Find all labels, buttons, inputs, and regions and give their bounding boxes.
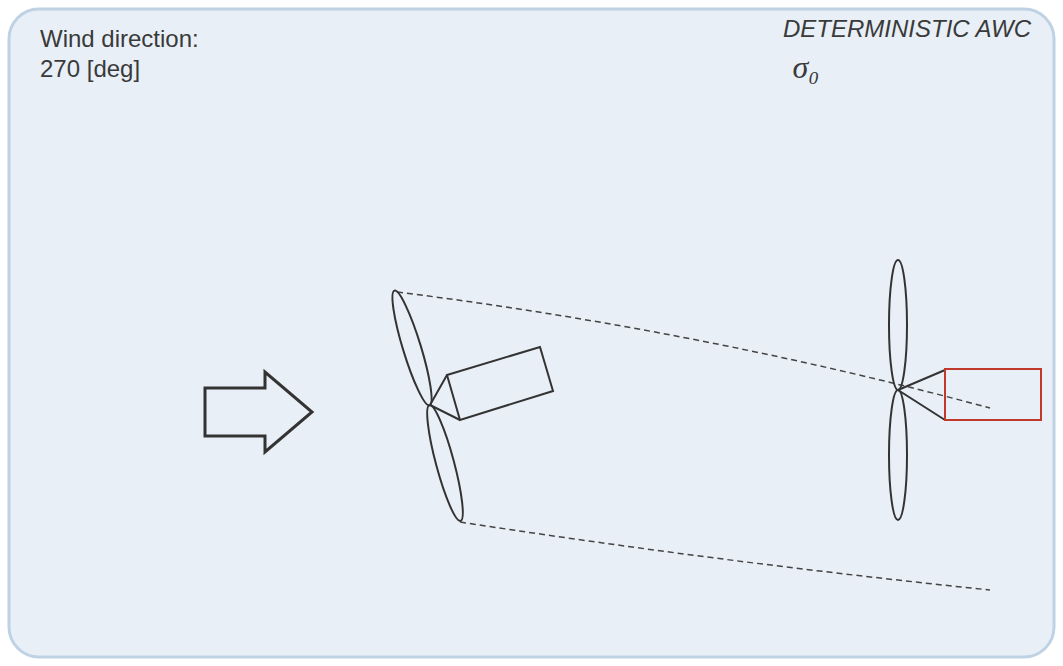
case-title: DETERMINISTIC AWC	[783, 14, 1031, 44]
upstream-turbine	[386, 288, 553, 523]
downstream-turbine	[889, 260, 1041, 520]
spinner	[430, 375, 460, 420]
blade	[889, 390, 907, 520]
wind-arrow	[205, 372, 312, 452]
blade	[889, 260, 907, 390]
parameter-symbol: σ₀	[793, 48, 820, 86]
blade	[421, 403, 469, 524]
panel	[9, 9, 1054, 657]
wake-boundary	[460, 522, 990, 590]
wake-boundary	[397, 292, 990, 408]
wind-direction-note: Wind direction: 270 [deg]	[40, 24, 230, 84]
blade	[386, 288, 438, 408]
nacelle	[945, 369, 1041, 420]
spinner	[898, 370, 945, 420]
nacelle	[447, 347, 553, 420]
